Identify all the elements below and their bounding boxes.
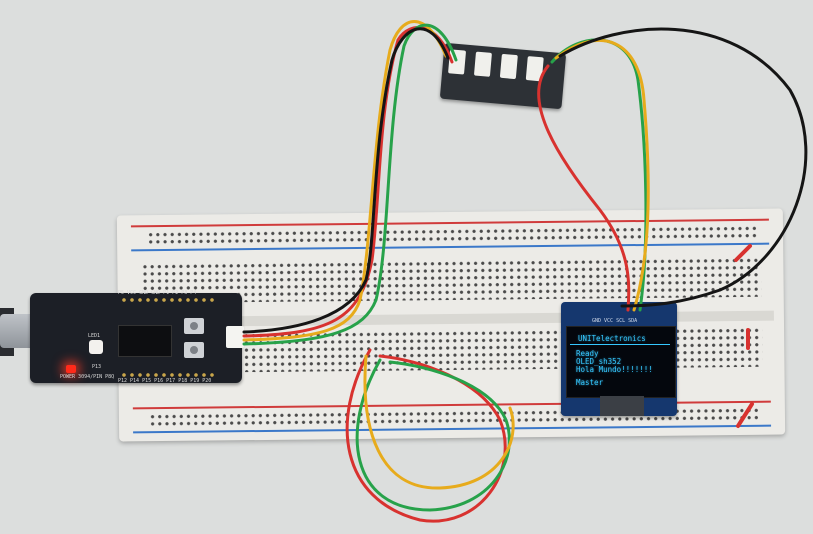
mcu-chip bbox=[118, 325, 172, 357]
oled-line-4: Master bbox=[576, 378, 604, 387]
wire-green-lower-loop bbox=[355, 358, 511, 512]
mcu-top-pin-row bbox=[120, 297, 214, 303]
jumper-top-rail bbox=[734, 244, 752, 262]
mcu-qwiic-connector bbox=[226, 326, 244, 348]
mcu-bottom-silkscreen: P12 P14 P15 P16 P17 P18 P19 P20 bbox=[118, 378, 212, 384]
user-led bbox=[89, 340, 103, 354]
wire-red-mcu-hub bbox=[242, 26, 454, 338]
oled-pin-labels: GND VCC SCL SDA bbox=[592, 318, 638, 324]
pin-label: P13 bbox=[92, 364, 102, 370]
wire-yellow-mcu-hub bbox=[242, 20, 448, 342]
power-led-glow bbox=[66, 365, 76, 373]
wire-yellow-hub-oled bbox=[554, 39, 650, 312]
wire-yellow-lower-loop bbox=[363, 354, 515, 490]
mcu-top-silkscreen: P5 VCC GND GND P1 P2 P3 P4 bbox=[118, 290, 197, 296]
oled-line-3: Hola Mundo!!!!!!! bbox=[576, 365, 653, 374]
oled-divider bbox=[570, 344, 670, 345]
wire-green-mcu-hub bbox=[242, 23, 458, 346]
wire-black-hub-oled bbox=[558, 27, 808, 308]
reset-button bbox=[184, 318, 204, 334]
vendor-silkscreen: POWER 3094/PIN P8Q bbox=[60, 374, 115, 380]
oled-header: UNITelectronics bbox=[578, 334, 646, 343]
wire-black-mcu-hub bbox=[242, 27, 450, 334]
jumper-bottom-rail bbox=[736, 402, 754, 428]
wire-red-hub-oled bbox=[537, 64, 631, 312]
led-label: LED1 bbox=[88, 333, 101, 339]
boot-button bbox=[184, 342, 204, 358]
oled-line-1: Ready bbox=[576, 349, 599, 358]
oled-ribbon-cable bbox=[600, 396, 644, 416]
wire-green-hub-oled bbox=[550, 38, 648, 312]
mcu-bottom-pin-row bbox=[120, 372, 214, 378]
oled-line-2: OLED_sh352 bbox=[576, 357, 622, 366]
